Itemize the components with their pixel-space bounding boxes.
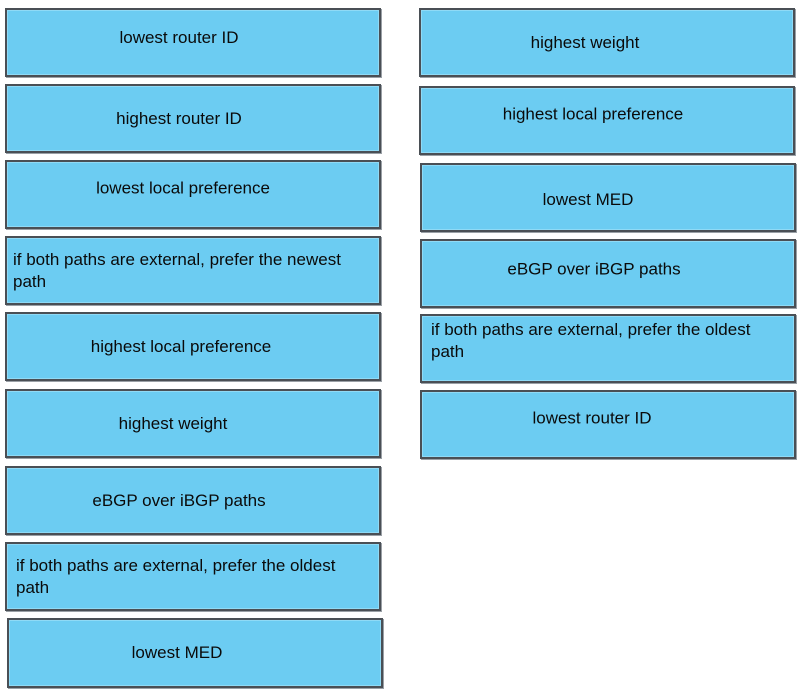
option-tile-lowest-router-id[interactable]: lowest router ID [5, 8, 381, 77]
option-tile-lowest-med[interactable]: lowest MED [7, 618, 383, 688]
answer-slot-3[interactable]: lowest MED [420, 163, 796, 232]
option-tile-ebgp-over-ibgp[interactable]: eBGP over iBGP paths [5, 466, 381, 535]
option-label: lowest local preference [96, 177, 270, 197]
option-label: highest local preference [90, 336, 272, 356]
option-label: if both paths are external, prefer the o… [16, 555, 336, 597]
answer-slot-6[interactable]: lowest router ID [420, 390, 796, 459]
option-tile-external-newest-path[interactable]: if both paths are external, prefer the n… [5, 236, 381, 305]
option-label: eBGP over iBGP paths [92, 490, 266, 510]
option-tile-external-oldest-path[interactable]: if both paths are external, prefer the o… [5, 542, 381, 611]
option-label: if both paths are external, prefer the n… [13, 249, 341, 291]
option-label: highest router ID [116, 108, 242, 128]
answer-slot-2[interactable]: highest local preference [419, 86, 795, 155]
option-label: lowest MED [131, 643, 223, 662]
option-label: highest weight [118, 413, 228, 433]
answer-label: eBGP over iBGP paths [507, 259, 681, 279]
option-tile-highest-router-id[interactable]: highest router ID [5, 84, 381, 153]
answer-slot-5[interactable]: if both paths are external, prefer the o… [420, 314, 796, 383]
answer-label: lowest MED [542, 189, 634, 209]
answer-label: if both paths are external, prefer the o… [431, 319, 751, 361]
option-label: lowest router ID [119, 28, 239, 47]
option-tile-lowest-local-preference[interactable]: lowest local preference [5, 160, 381, 229]
answer-label: highest weight [530, 32, 640, 52]
answer-slot-4[interactable]: eBGP over iBGP paths [420, 239, 796, 308]
option-tile-highest-local-preference[interactable]: highest local preference [5, 312, 381, 381]
answer-label: lowest router ID [532, 407, 652, 427]
option-tile-highest-weight[interactable]: highest weight [5, 389, 381, 458]
answer-slot-1[interactable]: highest weight [419, 8, 795, 77]
answer-label: highest local preference [502, 103, 684, 123]
